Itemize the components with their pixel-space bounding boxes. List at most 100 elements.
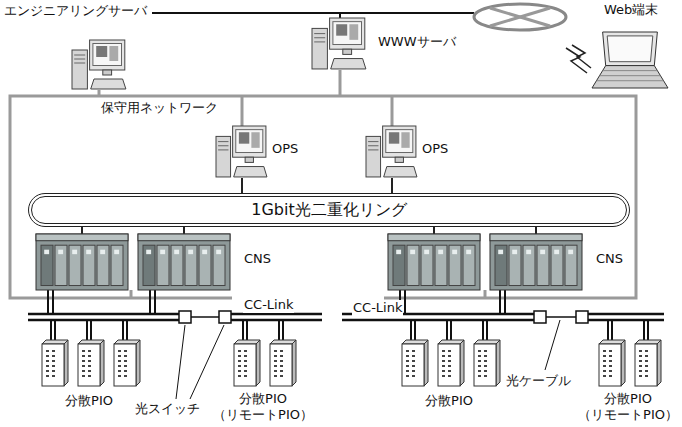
pio-terminal	[448, 360, 451, 362]
drive-slot	[218, 141, 228, 142]
device-label: OPS	[422, 141, 448, 157]
pio-terminal	[603, 355, 606, 357]
pio-terminal	[484, 350, 487, 352]
ops-station: OPS	[216, 126, 268, 178]
rack-module	[157, 245, 169, 285]
pio-terminal	[406, 355, 409, 357]
pio-top	[270, 340, 296, 344]
module-led	[202, 250, 207, 254]
distributed-pio-icon	[40, 338, 138, 388]
rack-top	[138, 234, 230, 241]
pio-terminal	[52, 355, 55, 357]
distributed-pio: 分散PIO	[40, 338, 138, 388]
pio-terminal	[448, 375, 451, 377]
pio-terminal	[124, 355, 127, 357]
pio-terminal	[52, 365, 55, 367]
ring-connection	[391, 178, 393, 193]
pio-terminal	[406, 360, 409, 362]
rack-module	[449, 245, 461, 285]
drive-slot	[74, 55, 85, 56]
pio-terminal	[609, 370, 612, 372]
pio-terminal	[484, 360, 487, 362]
rack-module	[551, 245, 563, 285]
rack-module	[111, 245, 123, 285]
cns-controller-icon	[36, 234, 230, 290]
pio-terminal	[118, 365, 121, 367]
pio-terminal	[88, 360, 91, 362]
optical-cable	[191, 316, 576, 318]
pio-terminal	[639, 370, 642, 372]
cclink-drop	[48, 290, 505, 314]
pio-terminal	[280, 360, 283, 362]
pio-side	[424, 340, 428, 386]
drive-slot	[368, 149, 378, 150]
rack-module	[185, 245, 197, 285]
pio-terminal	[82, 355, 85, 357]
module-led	[146, 250, 151, 254]
pio-terminal	[280, 355, 283, 357]
pio-terminal	[484, 375, 487, 377]
drive-slot	[314, 41, 325, 42]
pio-unit	[234, 344, 256, 386]
www-server-icon	[312, 18, 367, 70]
pio-side	[64, 340, 68, 386]
device-label: 分散PIO （リモートPIO）	[213, 391, 313, 422]
pio-terminal	[274, 350, 277, 352]
device-label: Web端末	[604, 2, 658, 18]
pio-terminal	[46, 370, 49, 372]
rack-module	[523, 245, 535, 285]
pio-terminal	[448, 365, 451, 367]
rack-module	[69, 245, 81, 285]
ops-station: OPS	[366, 126, 418, 178]
laptop-screen	[607, 36, 653, 62]
pio-terminal	[244, 350, 247, 352]
drive-slot	[74, 59, 85, 60]
pio-terminal	[603, 370, 606, 372]
ring-title: 1Gbit光二重化リング	[251, 200, 406, 219]
cloud-cross	[490, 8, 550, 26]
engineering-server: エンジニアリングサーバ	[72, 40, 127, 90]
internet-cloud	[474, 4, 566, 30]
drive-slot	[218, 149, 228, 150]
pio-top	[78, 340, 104, 344]
pio-terminal	[442, 350, 445, 352]
monitor	[383, 126, 416, 157]
rack-top	[388, 234, 480, 241]
ring-connection	[433, 227, 435, 234]
pio-terminal	[238, 370, 241, 372]
distributed-pio: 分散PIO	[400, 338, 498, 388]
module-led	[498, 250, 503, 254]
pio-terminal	[645, 370, 648, 372]
pio-terminal	[244, 365, 247, 367]
pio-terminal	[280, 370, 283, 372]
pio-terminal	[244, 355, 247, 357]
module-led	[58, 250, 63, 254]
rack-module	[393, 245, 405, 285]
screen-window	[251, 132, 259, 148]
rack-module	[509, 245, 521, 285]
pio-terminal	[88, 370, 91, 372]
module-led	[44, 250, 49, 254]
laptop-lid	[603, 32, 658, 66]
pio-terminal	[82, 370, 85, 372]
pio-terminal	[412, 360, 415, 362]
module-led	[410, 250, 415, 254]
bus-label: CC-Link	[243, 297, 294, 313]
web-terminal: Web端末	[592, 32, 668, 88]
pio-top	[114, 340, 140, 344]
pio-top	[599, 340, 625, 344]
www-server: WWWサーバ	[312, 18, 367, 70]
maintenance-network	[10, 70, 636, 298]
pio-top	[635, 340, 661, 344]
cclink-bus	[28, 314, 664, 320]
distributed-pio-icon	[400, 338, 498, 388]
rack-cabinet	[490, 234, 582, 290]
monitor-stand	[343, 49, 352, 54]
module-led	[540, 250, 545, 254]
pio-terminal	[442, 370, 445, 372]
drive-slot	[314, 37, 325, 38]
pio-terminal	[406, 365, 409, 367]
rack-module	[83, 245, 95, 285]
pio-terminal	[639, 365, 642, 367]
